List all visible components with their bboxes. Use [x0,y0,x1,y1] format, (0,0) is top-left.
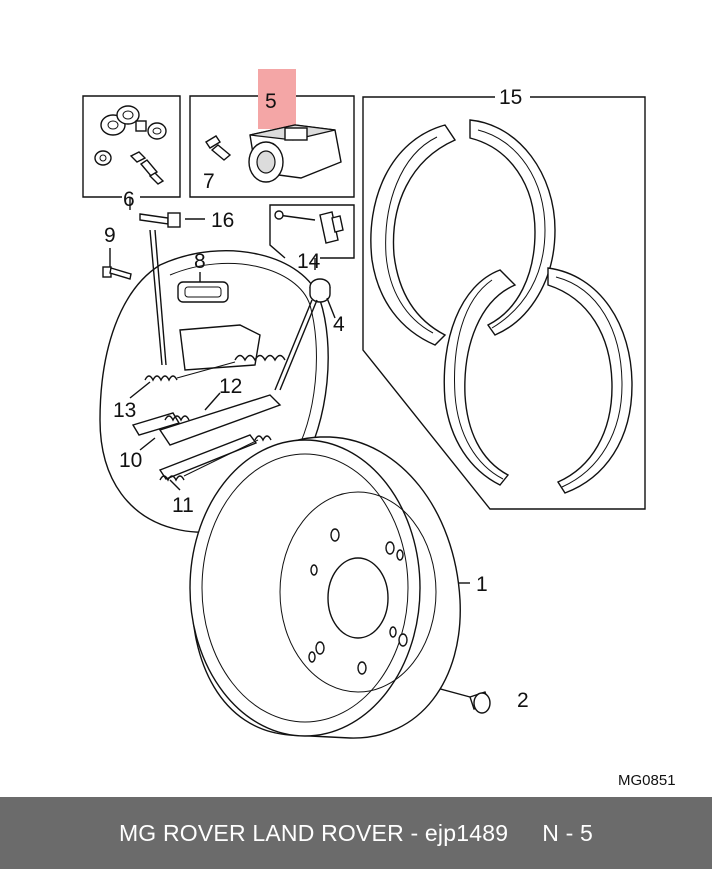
footer-page: N - 5 [542,819,594,846]
drawing-code: MG0851 [618,772,676,789]
label-4: 4 [333,313,345,336]
label-7: 7 [203,170,215,193]
footer-bar: MG ROVER LAND ROVER - ejp1489 N - 5 [0,797,712,869]
part-15-brake-shoes-box [362,96,646,510]
part-1-brake-drum [189,436,461,739]
label-6: 6 [123,188,135,211]
part-16-stud [139,212,181,228]
label-1: 1 [476,573,488,596]
part-4-cap [309,278,331,303]
label-13: 13 [113,399,136,422]
label-12: 11 [172,494,194,517]
part-6-kit-box [82,95,181,198]
label-2: 2 [517,689,529,712]
part-5-highlight [258,69,296,129]
label-14: 14 [297,250,321,273]
label-8: 8 [194,250,206,273]
label-5: 5 [265,90,277,113]
label-11: 12 [219,375,242,398]
part-14-clip-kit-box [269,204,355,259]
label-9: 9 [104,224,116,247]
label-10: 10 [119,449,142,472]
part-9-bolt [102,266,132,280]
part-5-wheel-cylinder-box [189,95,355,198]
label-16: 16 [211,209,234,232]
springs [144,354,286,482]
part-2-screw [469,691,491,714]
footer-title: MG ROVER LAND ROVER - ejp1489 [118,819,509,846]
label-15: 15 [499,86,522,109]
